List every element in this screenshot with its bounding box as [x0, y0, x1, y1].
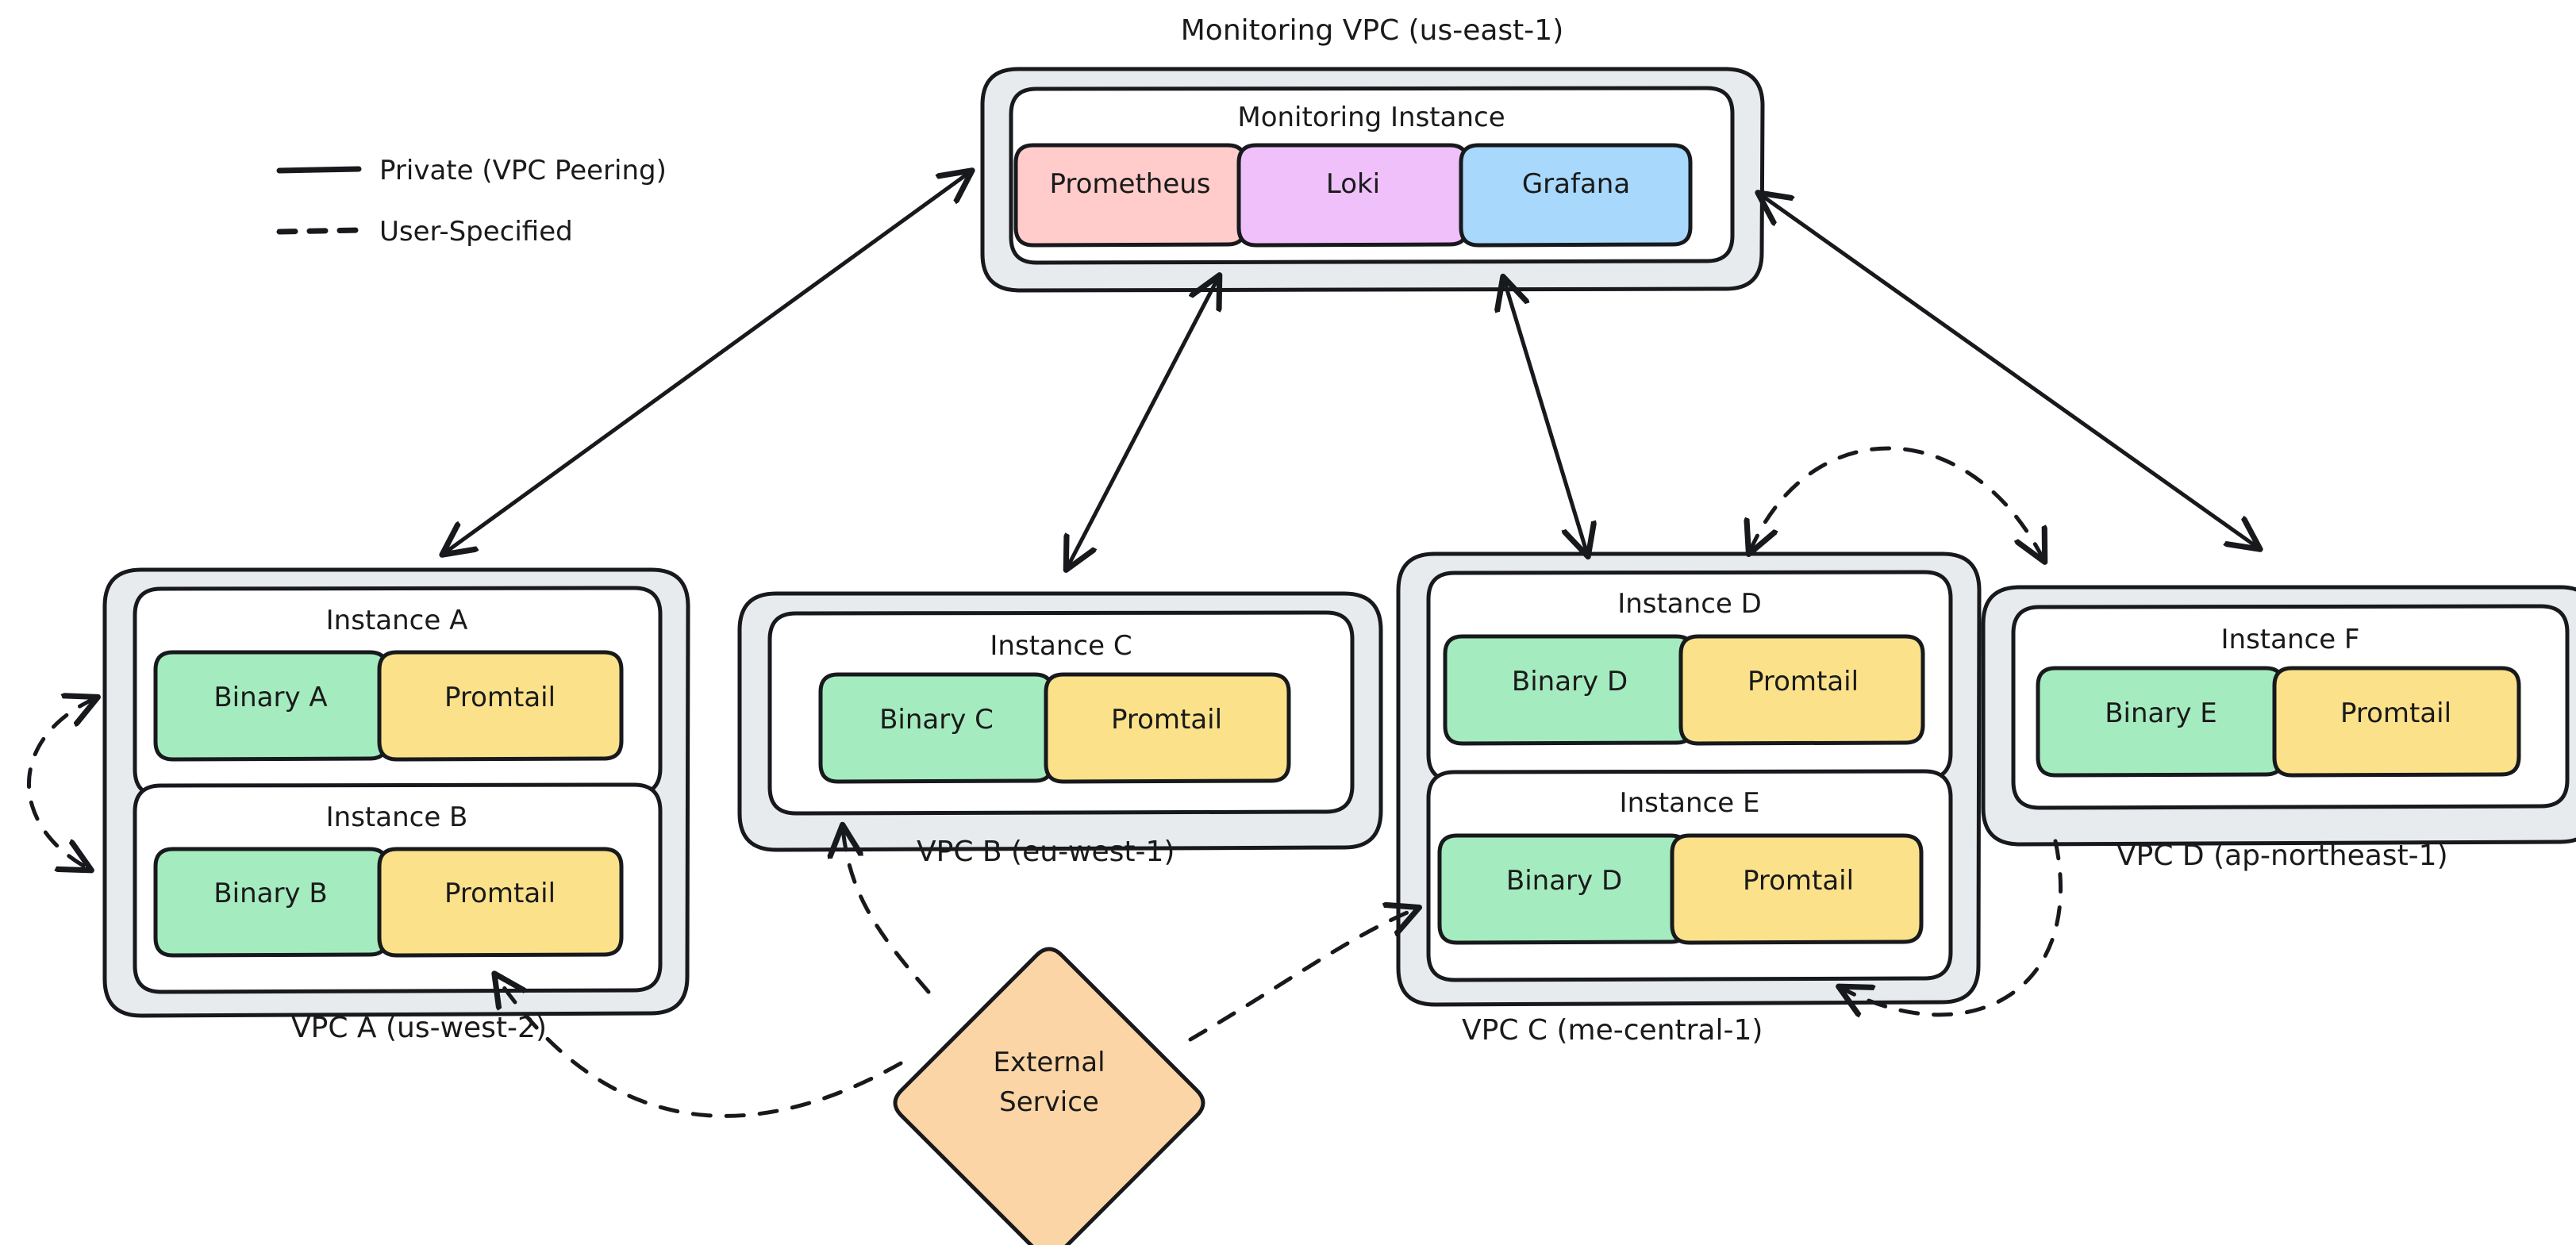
promtail-c-label: Promtail	[1111, 704, 1222, 736]
promtail-a-box[interactable]	[377, 650, 624, 762]
binary-d-label: Binary D	[1512, 666, 1628, 697]
promtail-c-box[interactable]	[1044, 672, 1291, 784]
promtail-f-label: Promtail	[2340, 697, 2451, 729]
binary-a-label: Binary A	[213, 682, 327, 713]
promtail-b-box[interactable]	[377, 847, 624, 958]
instance-a-title: Instance A	[326, 605, 468, 636]
instance-e-promtail[interactable]: Promtail	[1670, 833, 1924, 945]
edge-vpc-d-to-vpc-c[interactable]	[1841, 839, 2063, 1015]
vpc-d-caption: VPC D (ap-northeast-1)	[2117, 840, 2448, 872]
vpc-a[interactable]: VPC A (us-west-2) Instance A Binary A Pr…	[102, 567, 690, 1044]
external-service[interactable]: External Service	[893, 947, 1205, 1245]
instance-c-promtail[interactable]: Promtail	[1044, 672, 1291, 784]
instance-d[interactable]: Instance D Binary D Promtail	[1426, 570, 1953, 783]
edge-monitoring-to-vpc-a[interactable]	[444, 172, 970, 553]
instance-b-promtail[interactable]: Promtail	[377, 847, 624, 958]
instance-a-binary[interactable]: Binary A	[153, 650, 390, 762]
instance-d-binary[interactable]: Binary D	[1443, 634, 1696, 746]
instance-a[interactable]: Instance A Binary A Promtail	[133, 586, 663, 798]
edge-monitoring-to-vpc-b[interactable]	[1067, 278, 1218, 567]
edge-external-to-vpc-a[interactable]	[496, 976, 903, 1118]
edge-instance-a-to-instance-b[interactable]	[27, 698, 95, 869]
instance-d-title: Instance D	[1617, 588, 1762, 620]
prometheus-label: Prometheus	[1049, 168, 1210, 200]
instance-e-binary[interactable]: Binary D	[1437, 833, 1690, 945]
binary-e-label: Binary D	[1506, 865, 1622, 897]
instance-f-binary[interactable]: Binary E	[2036, 666, 2286, 778]
service-prometheus[interactable]: Prometheus	[1013, 143, 1248, 248]
vpc-c[interactable]: VPC C (me-central-1) Instance D Binary D…	[1396, 551, 1982, 1047]
legend-label-user-specified: User-Specified	[379, 216, 573, 248]
grafana-box[interactable]	[1459, 143, 1693, 248]
promtail-e-label: Promtail	[1743, 865, 1854, 897]
promtail-f-box[interactable]	[2272, 666, 2521, 778]
binary-b-label: Binary B	[213, 878, 327, 909]
loki-label: Loki	[1326, 168, 1380, 200]
external-service-label-line1: External	[993, 1047, 1105, 1078]
vpc-a-caption: VPC A (us-west-2)	[291, 1012, 547, 1044]
instance-b[interactable]: Instance B Binary B Promtail	[133, 782, 663, 994]
instance-f[interactable]: Instance F Binary E Promtail	[2011, 604, 2570, 810]
legend-line-dashed	[276, 227, 362, 235]
monitoring-instance-title: Monitoring Instance	[1237, 102, 1505, 133]
promtail-a-label: Promtail	[444, 682, 556, 713]
connections	[27, 172, 2258, 1118]
vpc-d[interactable]: VPC D (ap-northeast-1) Instance F Binary…	[1981, 585, 2576, 872]
vpc-b[interactable]: VPC B (eu-west-1) Instance C Binary C Pr…	[737, 591, 1383, 868]
edge-external-to-vpc-c[interactable]	[1188, 909, 1417, 1042]
service-grafana[interactable]: Grafana	[1459, 143, 1693, 248]
promtail-b-label: Promtail	[444, 878, 556, 909]
instance-e[interactable]: Instance E Binary D Promtail	[1426, 769, 1953, 982]
edge-vpc-c-to-vpc-d[interactable]	[1750, 446, 2043, 559]
external-service-label-line2: Service	[999, 1086, 1099, 1118]
legend: Private (VPC Peering) User-Specified	[276, 155, 667, 248]
instance-c[interactable]: Instance C Binary C Promtail	[767, 610, 1355, 816]
binary-c-label: Binary C	[879, 704, 994, 736]
instance-f-title: Instance F	[2221, 624, 2360, 655]
edge-monitoring-to-vpc-c[interactable]	[1504, 279, 1587, 554]
instance-c-title: Instance C	[990, 630, 1132, 662]
binary-f-label: Binary E	[2105, 697, 2217, 729]
promtail-d-label: Promtail	[1747, 666, 1859, 697]
monitoring-vpc[interactable]: Monitoring VPC (us-east-1) Monitoring In…	[980, 14, 1765, 293]
service-loki[interactable]: Loki	[1236, 143, 1470, 248]
legend-line-solid	[276, 166, 362, 174]
grafana-label: Grafana	[1522, 168, 1630, 200]
instance-a-promtail[interactable]: Promtail	[377, 650, 624, 762]
instance-b-binary[interactable]: Binary B	[153, 847, 390, 958]
promtail-d-box[interactable]	[1678, 634, 1925, 746]
instance-d-promtail[interactable]: Promtail	[1678, 634, 1925, 746]
vpc-b-caption: VPC B (eu-west-1)	[917, 836, 1175, 868]
vpc-c-caption: VPC C (me-central-1)	[1462, 1014, 1763, 1047]
instance-f-promtail[interactable]: Promtail	[2272, 666, 2521, 778]
instance-b-title: Instance B	[326, 801, 468, 833]
monitoring-vpc-caption: Monitoring VPC (us-east-1)	[1181, 14, 1564, 47]
instance-e-title: Instance E	[1620, 787, 1760, 819]
instance-c-binary[interactable]: Binary C	[818, 672, 1055, 784]
edge-monitoring-to-vpc-d[interactable]	[1760, 194, 2258, 548]
external-service-diamond[interactable]	[893, 947, 1205, 1245]
promtail-e-box[interactable]	[1670, 833, 1924, 945]
edge-external-to-vpc-b[interactable]	[843, 828, 931, 994]
legend-label-private: Private (VPC Peering)	[379, 155, 667, 186]
